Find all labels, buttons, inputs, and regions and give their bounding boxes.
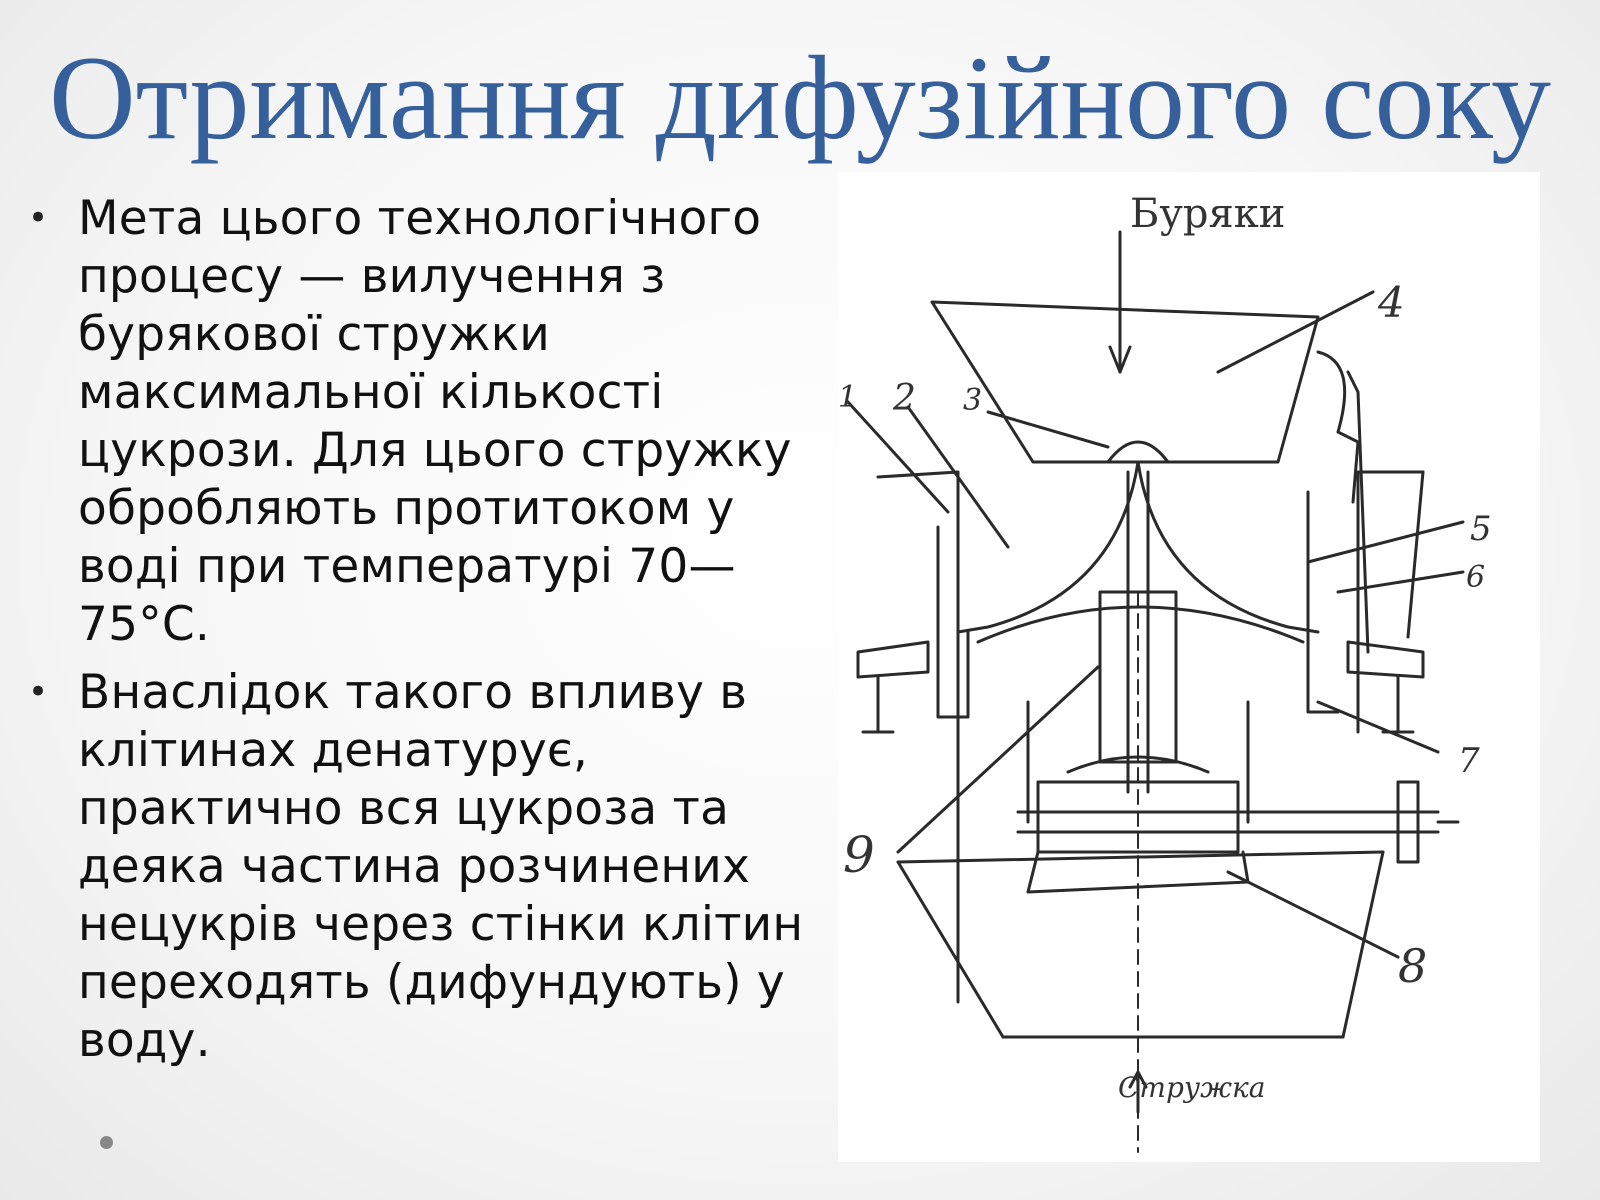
part-label-2: 2 bbox=[892, 378, 916, 419]
bullet-text: Внаслідок такого впливу в клітинах денат… bbox=[78, 665, 804, 1068]
bullet-item: • Мета цього технологічного процесу — ви… bbox=[20, 190, 820, 654]
bullet-list: • Мета цього технологічного процесу — ви… bbox=[20, 190, 820, 1080]
drive-pulley bbox=[1396, 780, 1420, 864]
part-label-5: 5 bbox=[1470, 509, 1492, 549]
top-label: Буряки bbox=[1130, 191, 1285, 237]
diffuser-diagram: Буряки Стружка 1 2 3 4 5 6 7 8 9 bbox=[838, 172, 1540, 1162]
bullet-item: • Внаслідок такого впливу в клітинах ден… bbox=[20, 664, 820, 1070]
rotor-cone-left bbox=[956, 460, 1140, 634]
part-label-8: 8 bbox=[1398, 939, 1427, 993]
discharge-cone-left bbox=[896, 860, 1005, 1039]
part-label-6: 6 bbox=[1466, 560, 1485, 595]
housing-left bbox=[876, 470, 960, 1004]
part-label-4: 4 bbox=[1377, 278, 1405, 327]
housing-right bbox=[1356, 470, 1425, 734]
rotor-cone-right bbox=[1136, 460, 1320, 634]
discharge-cone-right bbox=[1341, 850, 1385, 1039]
bullet-marker: • bbox=[28, 198, 49, 238]
bottom-label: Стружка bbox=[1118, 1071, 1265, 1104]
drive-shaft bbox=[1016, 810, 1440, 834]
hopper bbox=[930, 300, 1320, 464]
bullet-marker: • bbox=[28, 672, 49, 712]
inner-wall-left bbox=[936, 525, 970, 719]
slide-indicator-dot bbox=[100, 1136, 113, 1149]
part-label-9: 9 bbox=[843, 826, 875, 884]
bullet-text: Мета цього технологічного процесу — вилу… bbox=[78, 191, 792, 652]
inner-wall-right bbox=[1306, 490, 1340, 714]
distributor-dome bbox=[1106, 440, 1170, 464]
part-label-1: 1 bbox=[838, 380, 857, 415]
part-label-7: 7 bbox=[1458, 741, 1480, 781]
part-label-3: 3 bbox=[963, 383, 982, 418]
shaft bbox=[1126, 470, 1150, 794]
diffuser-drawing: Буряки Стружка 1 2 3 4 5 6 7 8 9 bbox=[838, 191, 1492, 1153]
slide-title: Отримання дифузійного соку bbox=[48, 31, 1552, 164]
gearbox bbox=[1036, 780, 1240, 854]
